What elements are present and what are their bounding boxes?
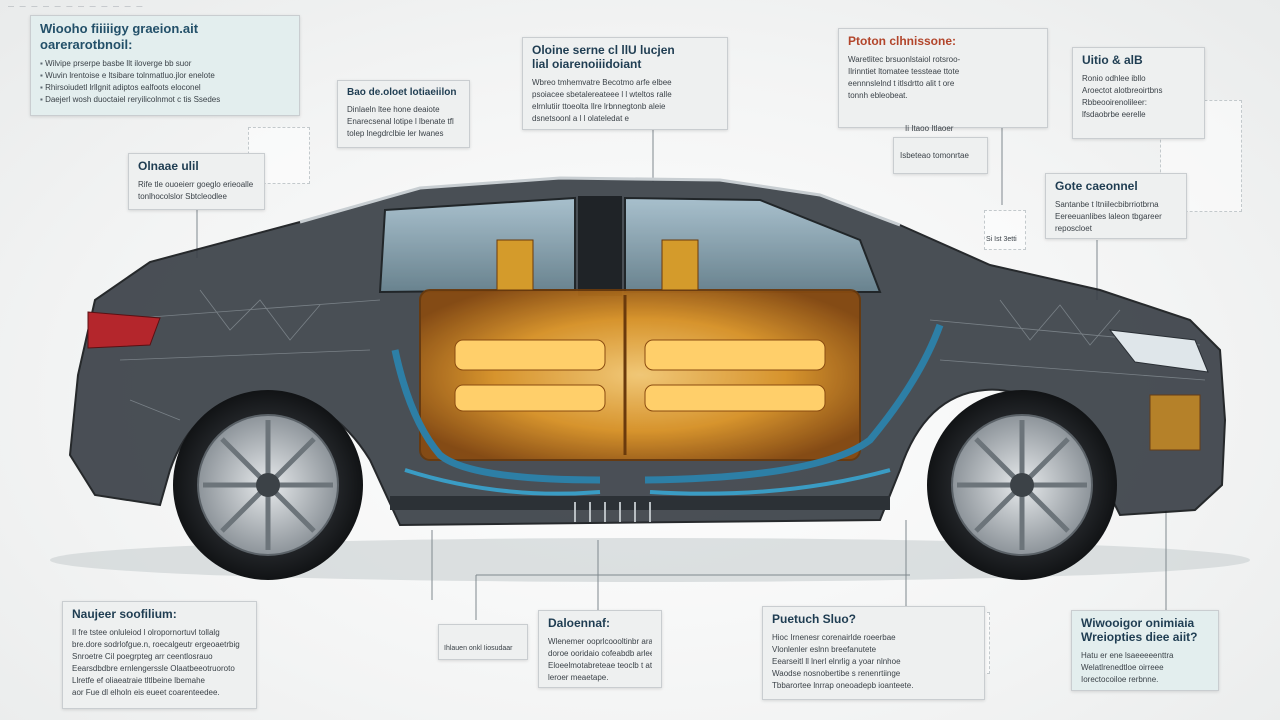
callout-line: Snroetre Cil poegrpteg arr ceentlosrauo xyxy=(72,651,213,661)
tail-light xyxy=(87,311,161,349)
internal-structure xyxy=(109,289,1206,421)
callout-line: Welatlrenedtloe oirreee xyxy=(1081,662,1164,672)
callout-line: lfsdaobrbe eerelle xyxy=(1082,109,1146,119)
underbody-rail xyxy=(390,496,890,510)
header-marks: — — — — — — — — — — — — xyxy=(8,4,145,10)
roof-line xyxy=(299,176,901,227)
callout-sub-box: Isbeteao tomonrtae xyxy=(893,137,988,174)
module-left xyxy=(496,239,534,291)
coolant-pipe-lower xyxy=(404,468,891,496)
callout-sub-label: Ii Itaoo Itlaoer xyxy=(905,124,954,133)
callout-line: Llretfe ef oliaeatraie tltlbeine lbemahe xyxy=(72,675,205,685)
callout-line: Il fre tstee onluleiod l olropornortuvl … xyxy=(72,627,220,637)
module-right xyxy=(661,239,699,291)
front-module xyxy=(1149,394,1201,451)
callout-line: Waodse nosnobertibe s renenrtiinge xyxy=(772,668,901,678)
callout-line: Hioc Irnenesr corenairlde roeerbae xyxy=(772,632,896,642)
leader-lines xyxy=(196,125,1167,620)
callout-line: Isbeteao tomonrtae xyxy=(900,151,969,160)
callout-line: bre.dore sodrlofgue.n, roecalgeutr ergeo… xyxy=(72,639,240,649)
callout-title: Gote caeonnel xyxy=(1055,179,1138,193)
callout-bottom-right: Wiwooigor onimiaia Wreiopties diee aiit?… xyxy=(1071,610,1219,691)
callout-title: Bao de.oloet lotiaeiilon xyxy=(347,87,457,98)
callout-line: Aroectot alotbreoirtbns xyxy=(1082,85,1163,95)
callout-line: Hatu er ene lsaeeeeenttra xyxy=(1081,650,1174,660)
callout-line: doroe ooridaio cofeabdb arlee xyxy=(548,648,652,658)
rear-wheel xyxy=(173,390,363,580)
callout-bottom-right-center: Puetuch Sluo? Hioc Irnenesr corenairlde … xyxy=(762,606,985,700)
front-wheel xyxy=(927,390,1117,580)
callout-tag: Si Ist 3etti xyxy=(986,236,1017,243)
callout-line: Dinlaeln ltee hone deaiote xyxy=(347,104,440,114)
coolant-pipe-right xyxy=(644,323,944,484)
callout-title: Wreiopties diee aiit? xyxy=(1081,629,1198,644)
callout-title: Olnaae ulil xyxy=(138,159,199,173)
underbody-connectors xyxy=(574,502,651,522)
ground-shadow xyxy=(50,538,1250,582)
callout-title: oarerarotbnoil: xyxy=(40,36,133,52)
callout-line: Vlonlenler eslnn breefanutete xyxy=(772,644,877,654)
callout-top-right-center: Ptoton clhnissone: Waretlitec brsuonlsta… xyxy=(838,28,1048,128)
callout-title: Oloine serne cl llU lucjen xyxy=(532,43,675,57)
callout-line: tolep lnegdrclbie ler lwanes xyxy=(347,128,444,138)
callout-line: Wuvin lrentoise e ltsibare tolnmatluo.jl… xyxy=(40,70,290,82)
callout-line: Wbreo tmhemvatre Becotmo arfe elbee xyxy=(532,77,672,87)
callout-title: Ptoton clhnissone: xyxy=(848,34,956,48)
callout-line: Waretlitec brsuonlstaiol rotsroo- xyxy=(848,54,961,64)
callout-title: Naujeer soofilium: xyxy=(72,607,177,621)
callout-line: Ihlauen onkl Iiosudaar xyxy=(444,645,513,652)
callout-top-center: Oloine serne cl llU lucjen lial oiarenoi… xyxy=(522,37,728,130)
callout-line: Tbbarortee lnrrap oneoadepb ioanteete. xyxy=(772,680,914,690)
callout-title: Wiwooigor onimiaia xyxy=(1081,616,1195,630)
callout-line: Ronio odhlee ibllo xyxy=(1082,73,1146,83)
sketch-panel xyxy=(984,210,1026,250)
callout-left-mid: Bao de.oloet lotiaeiilon Dinlaeln ltee h… xyxy=(337,80,470,148)
callout-title: Daloennaf: xyxy=(548,616,611,630)
callout-line: leroer meaetape. xyxy=(548,672,609,682)
callout-line: aor Fue dl elholn eis eueet coarenteedee… xyxy=(72,687,220,697)
callout-line: Eearsdbdbre ernlengerssle Olaatbeeotruor… xyxy=(72,663,235,673)
b-pillar xyxy=(578,196,622,296)
callout-line: eennnslelnd t itlsdrtto alit t ore xyxy=(848,78,955,88)
callout-title: lial oiarenoiiidoiant xyxy=(532,56,642,71)
callout-bottom-center: Daloennaf: Wlenemer ooprlcoooltinbr arar… xyxy=(538,610,662,688)
callout-right-mid: Gote caeonnel Santanbe t ltniilecbibrrio… xyxy=(1045,173,1187,239)
callout-line: Rhirsoiudetl lrllgnit adiptos ealfoots e… xyxy=(40,82,290,94)
callout-line: Rbbeooirenolileer: xyxy=(1082,97,1147,107)
head-light xyxy=(1108,329,1209,373)
callout-top-right: Uitio & alB Ronio odhlee ibllo Aroectot … xyxy=(1072,47,1205,139)
callout-line: tonlhocolslor Sbtcleodlee xyxy=(138,191,227,201)
coolant-pipe-left xyxy=(391,349,601,484)
callout-title: Wiooho fiiiiigy graeion.ait xyxy=(40,21,199,36)
callout-line: Rife tle ouoeierr goeglo erieoalle xyxy=(138,179,254,189)
callout-line: Ilrinntiet ltomatee tessteae ttote xyxy=(848,66,960,76)
rear-window xyxy=(378,196,576,294)
callout-line: Eloeelmotabreteae teoclb t atoeoe xyxy=(548,660,652,670)
callout-line: elrnlutiir ttoeolta Ilre lrbnnegtonb ale… xyxy=(532,101,666,111)
callout-line: reposcloet xyxy=(1055,223,1092,233)
callout-left-small: Olnaae ulil Rife tle ouoeierr goeglo eri… xyxy=(128,153,265,210)
callout-line: tonnh ebleobeat. xyxy=(848,90,908,100)
battery-pack xyxy=(419,289,861,461)
callout-title: Uitio & alB xyxy=(1082,53,1143,67)
callout-line: Daejerl wosh duoctaiel reryilicolnmot c … xyxy=(40,94,290,106)
callout-line: Iorectocoiloe rerbnne. xyxy=(1081,674,1159,684)
callout-top-left: Wiooho fiiiiigy graeion.ait oarerarotbno… xyxy=(30,15,300,116)
callout-line: Eereeuanlibes laleon tbgareer xyxy=(1055,211,1162,221)
callout-title: Puetuch Sluo? xyxy=(772,612,856,626)
callout-line: Wlenemer ooprlcoooltinbr arare xyxy=(548,636,652,646)
callout-line: Eearseitl ll lnerl elnrlig a yoar nlnhoe xyxy=(772,656,901,666)
callout-bottom-left: Naujeer soofilium: Il fre tstee onluleio… xyxy=(62,601,257,709)
battery-cells xyxy=(454,339,826,412)
callout-line: dsnetsoonl a l l olateledat e xyxy=(532,113,629,123)
callout-line: psoiacee sbetalereateee l l wteltos rall… xyxy=(532,89,672,99)
callout-bottom-sketch: Ihlauen onkl Iiosudaar xyxy=(438,624,528,660)
callout-line: Enarecsenal lotipe l lbenate tfl xyxy=(347,116,454,126)
callout-line: Wilvipe prserpe basbe llt iloverge bb su… xyxy=(40,58,290,70)
callout-line: Santanbe t ltniilecbibrriotbrna xyxy=(1055,199,1159,209)
